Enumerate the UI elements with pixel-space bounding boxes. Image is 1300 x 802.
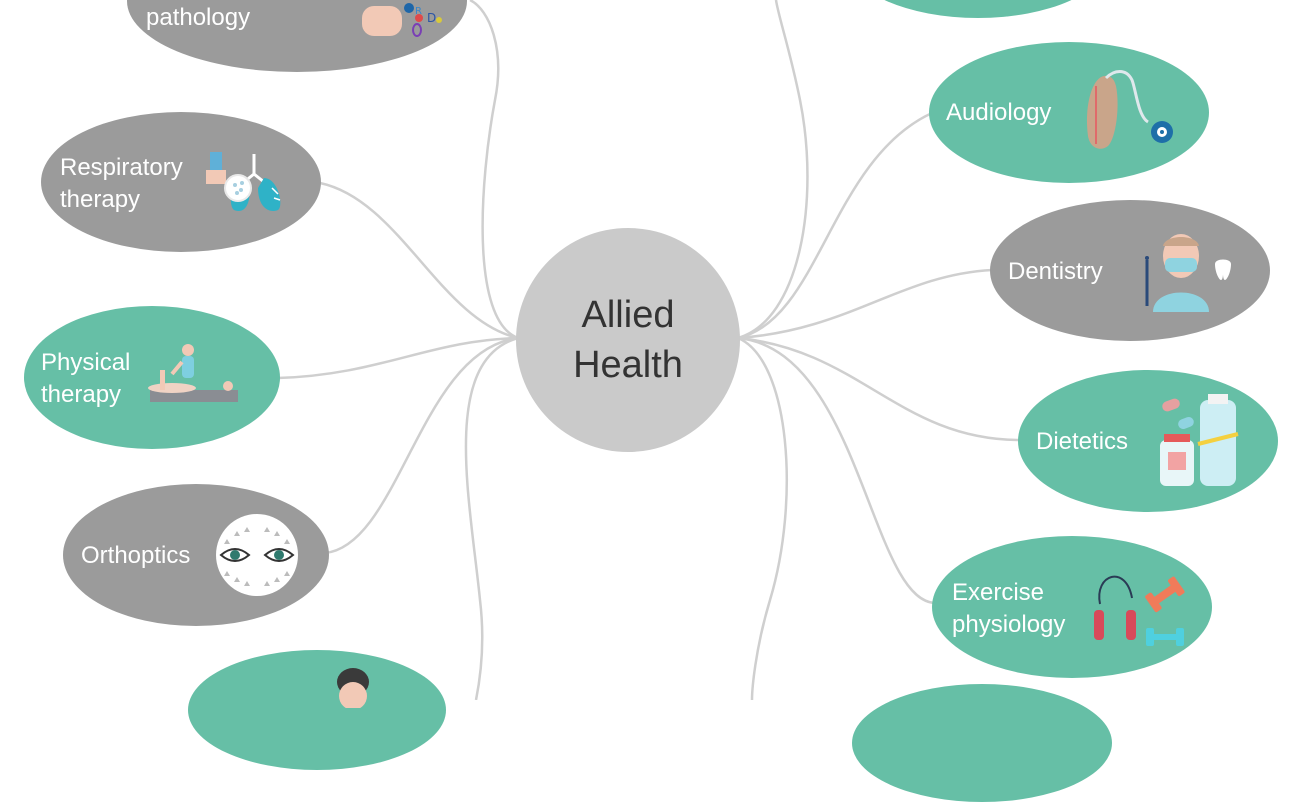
svg-text:D: D bbox=[427, 11, 436, 25]
node-physical-therapy[interactable]: Physical therapy bbox=[24, 306, 280, 449]
node-audiology[interactable]: Audiology bbox=[929, 42, 1209, 183]
connector-top-right bbox=[737, 0, 809, 340]
svg-text:R: R bbox=[415, 6, 422, 17]
connector-speech-pathology bbox=[469, 0, 519, 340]
connector-dietetics bbox=[737, 336, 1021, 442]
node-label-line1: Physical bbox=[41, 349, 131, 376]
eyes-icon bbox=[216, 514, 298, 596]
node-label-line2: therapy bbox=[41, 381, 122, 408]
center-title-line1: Allied bbox=[581, 294, 675, 336]
node-bottom-left-partial[interactable] bbox=[188, 650, 446, 770]
dentist-icon bbox=[1145, 234, 1231, 312]
node-orthoptics[interactable]: Orthoptics bbox=[63, 484, 329, 626]
node-label-line2: physiology bbox=[952, 611, 1066, 638]
connector-bottom-left bbox=[464, 336, 519, 700]
connector-bottom-right bbox=[737, 336, 788, 700]
node-label-line1: Exercise bbox=[952, 579, 1045, 606]
speech-person-icon: R D bbox=[362, 3, 442, 37]
node-dentistry[interactable]: Dentistry bbox=[990, 200, 1270, 341]
node-dietetics[interactable]: Dietetics bbox=[1018, 370, 1278, 512]
person-head-icon bbox=[337, 668, 369, 708]
node-label: Audiology bbox=[946, 99, 1052, 126]
hearing-aid-icon bbox=[1086, 70, 1173, 149]
center-node-allied-health[interactable]: Allied Health bbox=[516, 228, 740, 452]
lungs-icon bbox=[206, 152, 281, 212]
connector-respiratory bbox=[319, 181, 519, 340]
connector-orthoptics bbox=[324, 336, 519, 555]
connector-exercise bbox=[737, 336, 936, 605]
physiotherapist-icon bbox=[148, 344, 238, 402]
node-bottom-right-partial[interactable] bbox=[852, 684, 1112, 802]
jump-rope-dumbbell-icon bbox=[1094, 575, 1185, 646]
node-label: Dentistry bbox=[1008, 258, 1103, 285]
node-label-line2: therapy bbox=[60, 186, 141, 213]
connector-lines bbox=[277, 0, 1021, 700]
connector-audiology bbox=[737, 111, 933, 340]
node-exercise-physiology[interactable]: Exercise physiology bbox=[932, 536, 1212, 678]
node-label: Orthoptics bbox=[81, 542, 191, 569]
connector-physical bbox=[277, 336, 519, 380]
diet-bottles-icon bbox=[1160, 394, 1239, 486]
node-label: Dietetics bbox=[1036, 428, 1129, 455]
center-title-line2: Health bbox=[573, 344, 683, 386]
node-label: pathology bbox=[146, 4, 251, 31]
connector-dentistry bbox=[737, 268, 993, 340]
node-respiratory-therapy[interactable]: Respiratory therapy bbox=[41, 112, 321, 252]
node-label-line1: Respiratory bbox=[60, 154, 183, 181]
